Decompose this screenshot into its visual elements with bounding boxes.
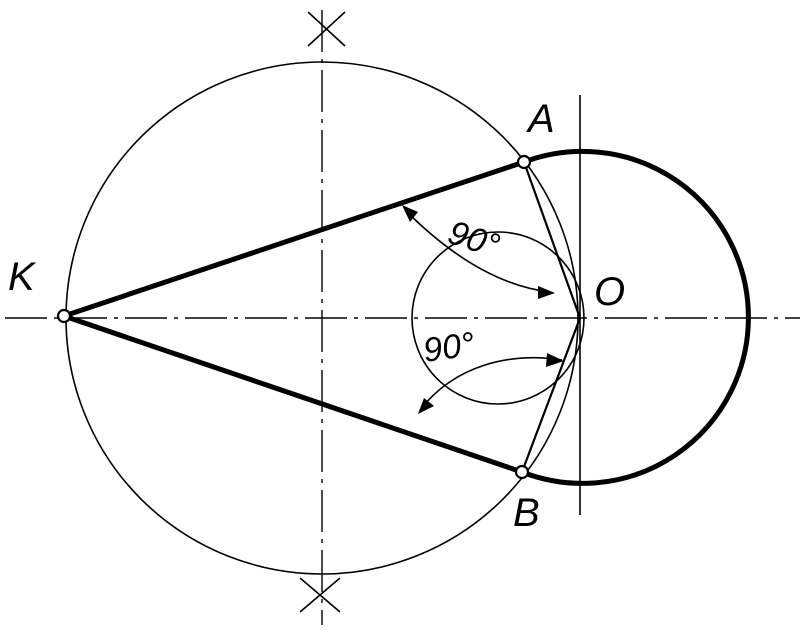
point-b: [514, 464, 530, 480]
upper-angle-arc: [404, 209, 551, 293]
top-cross-mark: [307, 11, 346, 47]
label-a: A: [526, 97, 555, 141]
upper-arrow-end: [538, 286, 555, 299]
tangent-line-kb: [61, 313, 525, 475]
small-auxiliary-circle: [411, 231, 585, 405]
point-k: [56, 308, 72, 324]
point-a: [516, 154, 532, 170]
lower-arrow-start: [418, 398, 434, 414]
tangent-line-ka: [61, 159, 527, 319]
radius-ob: [520, 317, 582, 473]
lower-angle-arc: [419, 357, 563, 411]
bottom-cross-mark: [299, 577, 341, 613]
lower-angle-label: 90°: [421, 325, 477, 370]
lower-arrow-end: [546, 353, 564, 367]
label-k: K: [8, 255, 37, 299]
given-circle-arc: [519, 148, 751, 486]
radius-oa: [522, 161, 582, 319]
upper-arrow-start: [402, 205, 418, 222]
label-b: B: [513, 491, 540, 535]
label-o: O: [594, 270, 625, 314]
upper-angle-label: 90°: [444, 213, 505, 265]
